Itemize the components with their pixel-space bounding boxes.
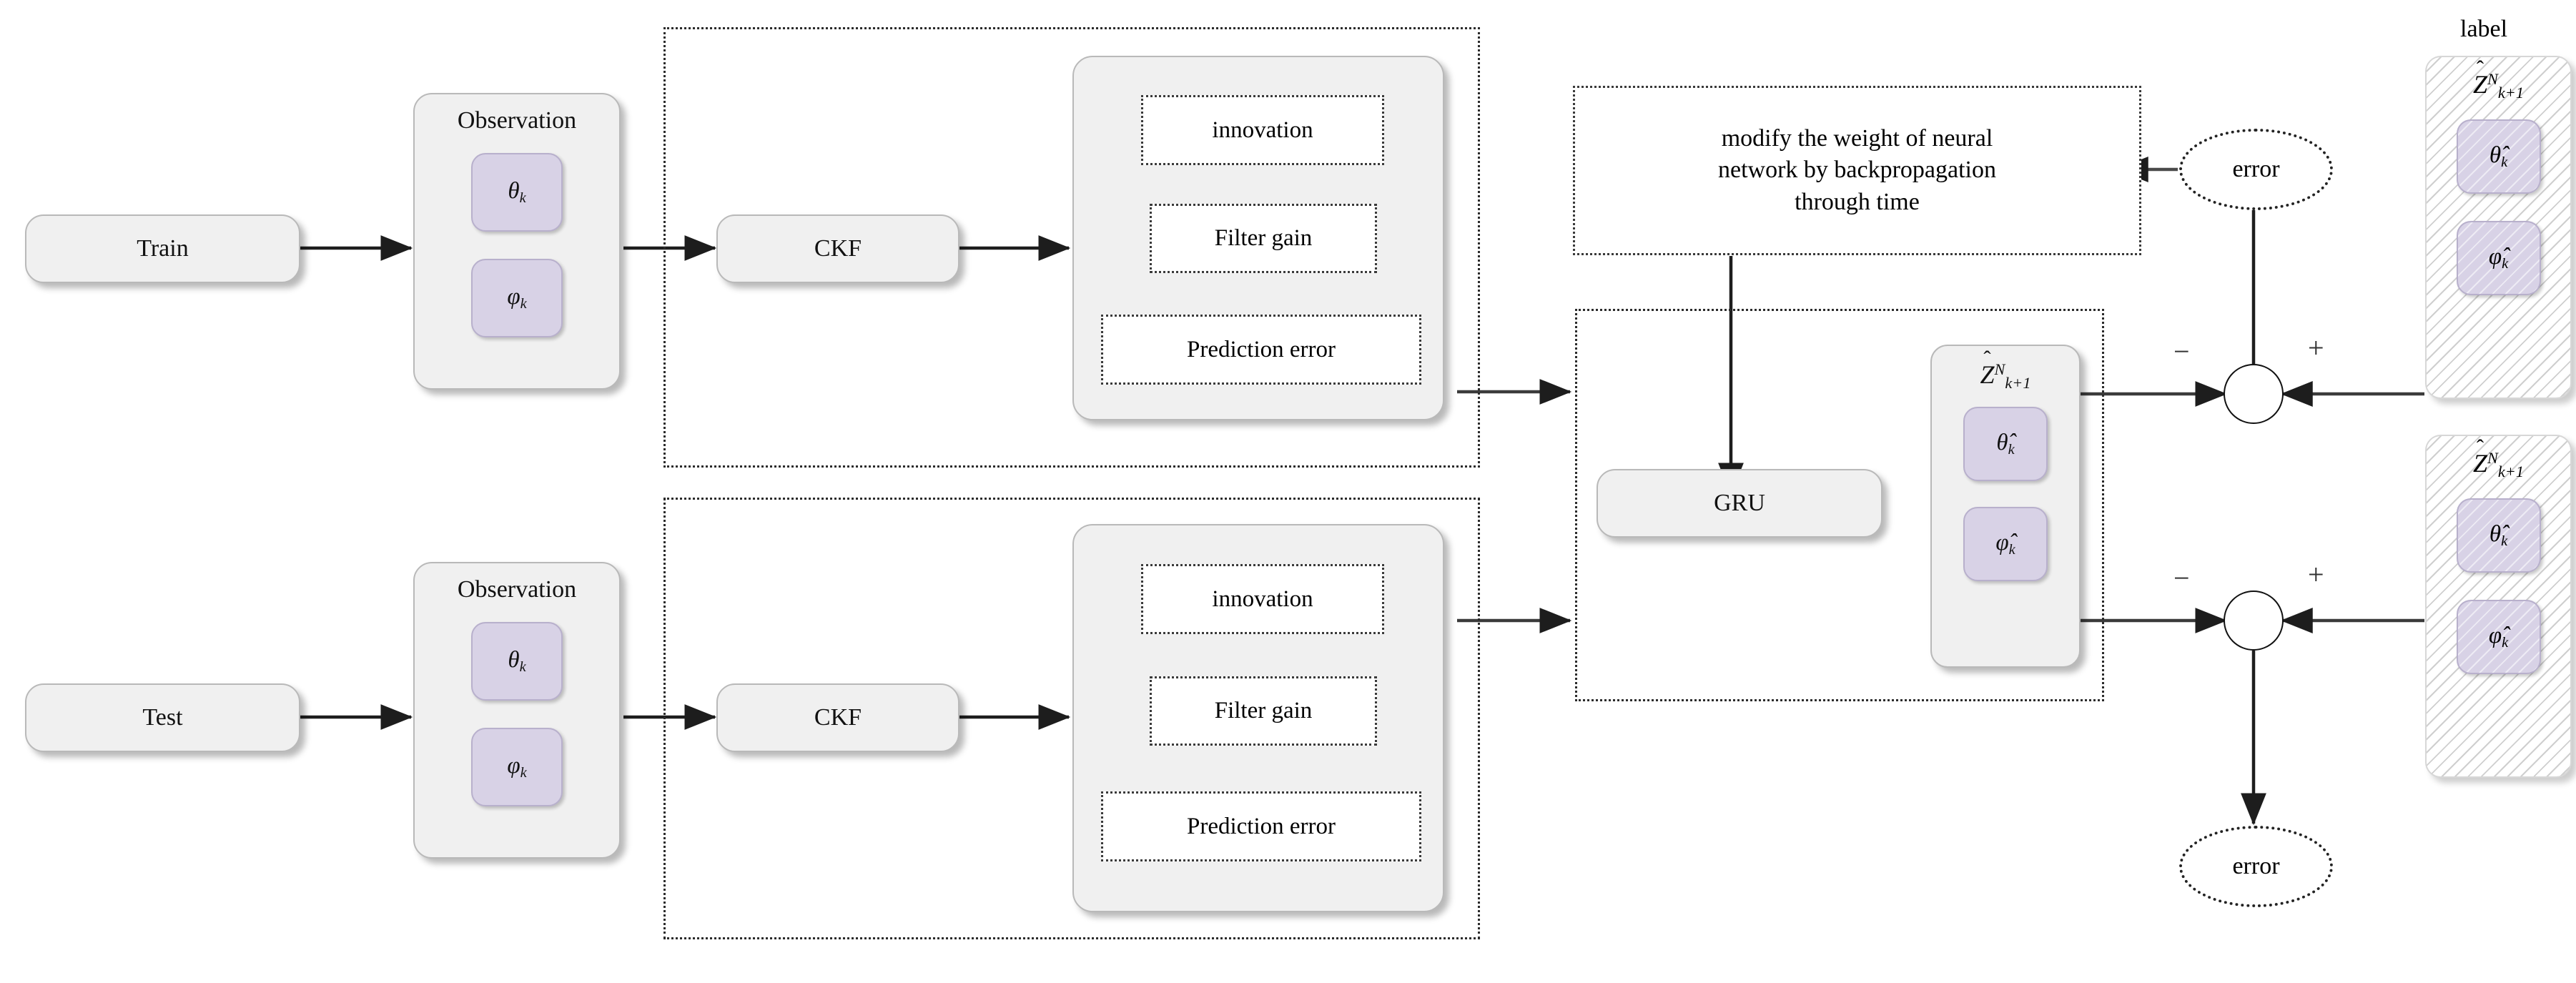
bottom-summing-junction[interactable] [2224,591,2284,651]
test-ckf-box[interactable]: CKF [716,683,959,752]
gru-output-phi-symbol: φ̂k [1995,530,2015,558]
test-state-phi-symbol: φk [507,752,527,781]
backprop-note-text: modify the weight of neural network by b… [1718,123,1996,218]
test-observation-box[interactable]: Observation θk φk [413,562,621,859]
test-output-innovation[interactable]: innovation [1141,564,1384,634]
label-train-phi-symbol: φ̂k [2488,244,2509,272]
backprop-note-line-1: modify the weight of neural [1721,125,1993,152]
gru-output-state-phi[interactable]: φ̂k [1963,507,2048,582]
train-observation-title: Observation [457,107,577,134]
backprop-note-line-2: network by backpropagation [1718,157,1996,184]
train-source-box[interactable]: Train [25,214,300,283]
top-summing-minus-sign: − [2173,335,2190,367]
bottom-summing-minus-sign: − [2173,562,2190,594]
test-observation-title: Observation [457,576,577,603]
bottom-error-label: error [2232,853,2280,879]
train-output-prediction-error-label: Prediction error [1186,336,1336,362]
gru-output-hat: ˆ [1983,347,1991,372]
train-pipeline-group [663,27,1480,468]
test-output-filter-gain[interactable]: Filter gain [1150,676,1377,746]
gru-output-sup: N [1994,360,2005,378]
test-ckf-label: CKF [814,704,862,731]
test-output-prediction-error[interactable]: Prediction error [1101,791,1421,861]
train-state-theta[interactable]: θk [471,153,563,232]
test-state-theta[interactable]: θk [471,622,563,701]
train-ckf-box[interactable]: CKF [716,214,959,283]
test-pipeline-group [663,498,1480,939]
gru-output-theta-symbol: θ̂k [1996,430,2015,458]
label-block-train-phi[interactable]: φ̂k [2456,221,2541,296]
label-column-heading: label [2460,16,2508,42]
test-state-phi[interactable]: φk [471,728,563,806]
train-output-filter-gain-label: Filter gain [1214,225,1313,251]
train-output-innovation-label: innovation [1212,117,1313,143]
gru-cell-box[interactable]: GRU [1597,469,1882,538]
test-source-label: Test [142,704,183,731]
top-error-node[interactable]: error [2179,129,2333,210]
test-state-theta-symbol: θk [508,646,526,676]
label-test-phi-symbol: φ̂k [2488,623,2509,651]
test-output-prediction-error-label: Prediction error [1186,813,1336,839]
label-train-theta-symbol: θ̂k [2489,142,2508,171]
top-summing-junction[interactable] [2224,364,2284,424]
backprop-note-box[interactable]: modify the weight of neural network by b… [1573,86,2141,255]
label-block-test-phi[interactable]: φ̂k [2456,600,2541,675]
train-source-label: Train [137,235,189,262]
test-output-innovation-label: innovation [1212,586,1313,612]
train-state-phi-symbol: φk [507,283,527,312]
test-source-box[interactable]: Test [25,683,300,752]
gru-output-sub: k+1 [2005,373,2031,392]
gru-network-group [1575,309,2104,701]
top-error-label: error [2232,156,2280,182]
test-output-filter-gain-label: Filter gain [1214,698,1313,723]
gru-output-z: Z [1980,360,1995,390]
bottom-error-node[interactable]: error [2179,826,2333,907]
train-state-phi[interactable]: φk [471,259,563,337]
label-block-test-theta[interactable]: θ̂k [2456,498,2541,573]
train-ckf-label: CKF [814,235,862,262]
train-observation-box[interactable]: Observation θk φk [413,93,621,390]
train-output-prediction-error[interactable]: Prediction error [1101,315,1421,385]
gru-cell-label: GRU [1714,490,1765,516]
label-test-theta-symbol: θ̂k [2489,521,2508,550]
top-summing-plus-sign: + [2308,332,2324,364]
train-state-theta-symbol: θk [508,177,526,207]
label-block-train-theta[interactable]: θ̂k [2456,119,2541,194]
bottom-summing-plus-sign: + [2308,558,2324,591]
train-output-innovation[interactable]: innovation [1141,95,1384,165]
train-output-filter-gain[interactable]: Filter gain [1150,204,1377,273]
backprop-note-line-3: through time [1795,188,1920,215]
gru-output-state-theta[interactable]: θ̂k [1963,407,2048,482]
